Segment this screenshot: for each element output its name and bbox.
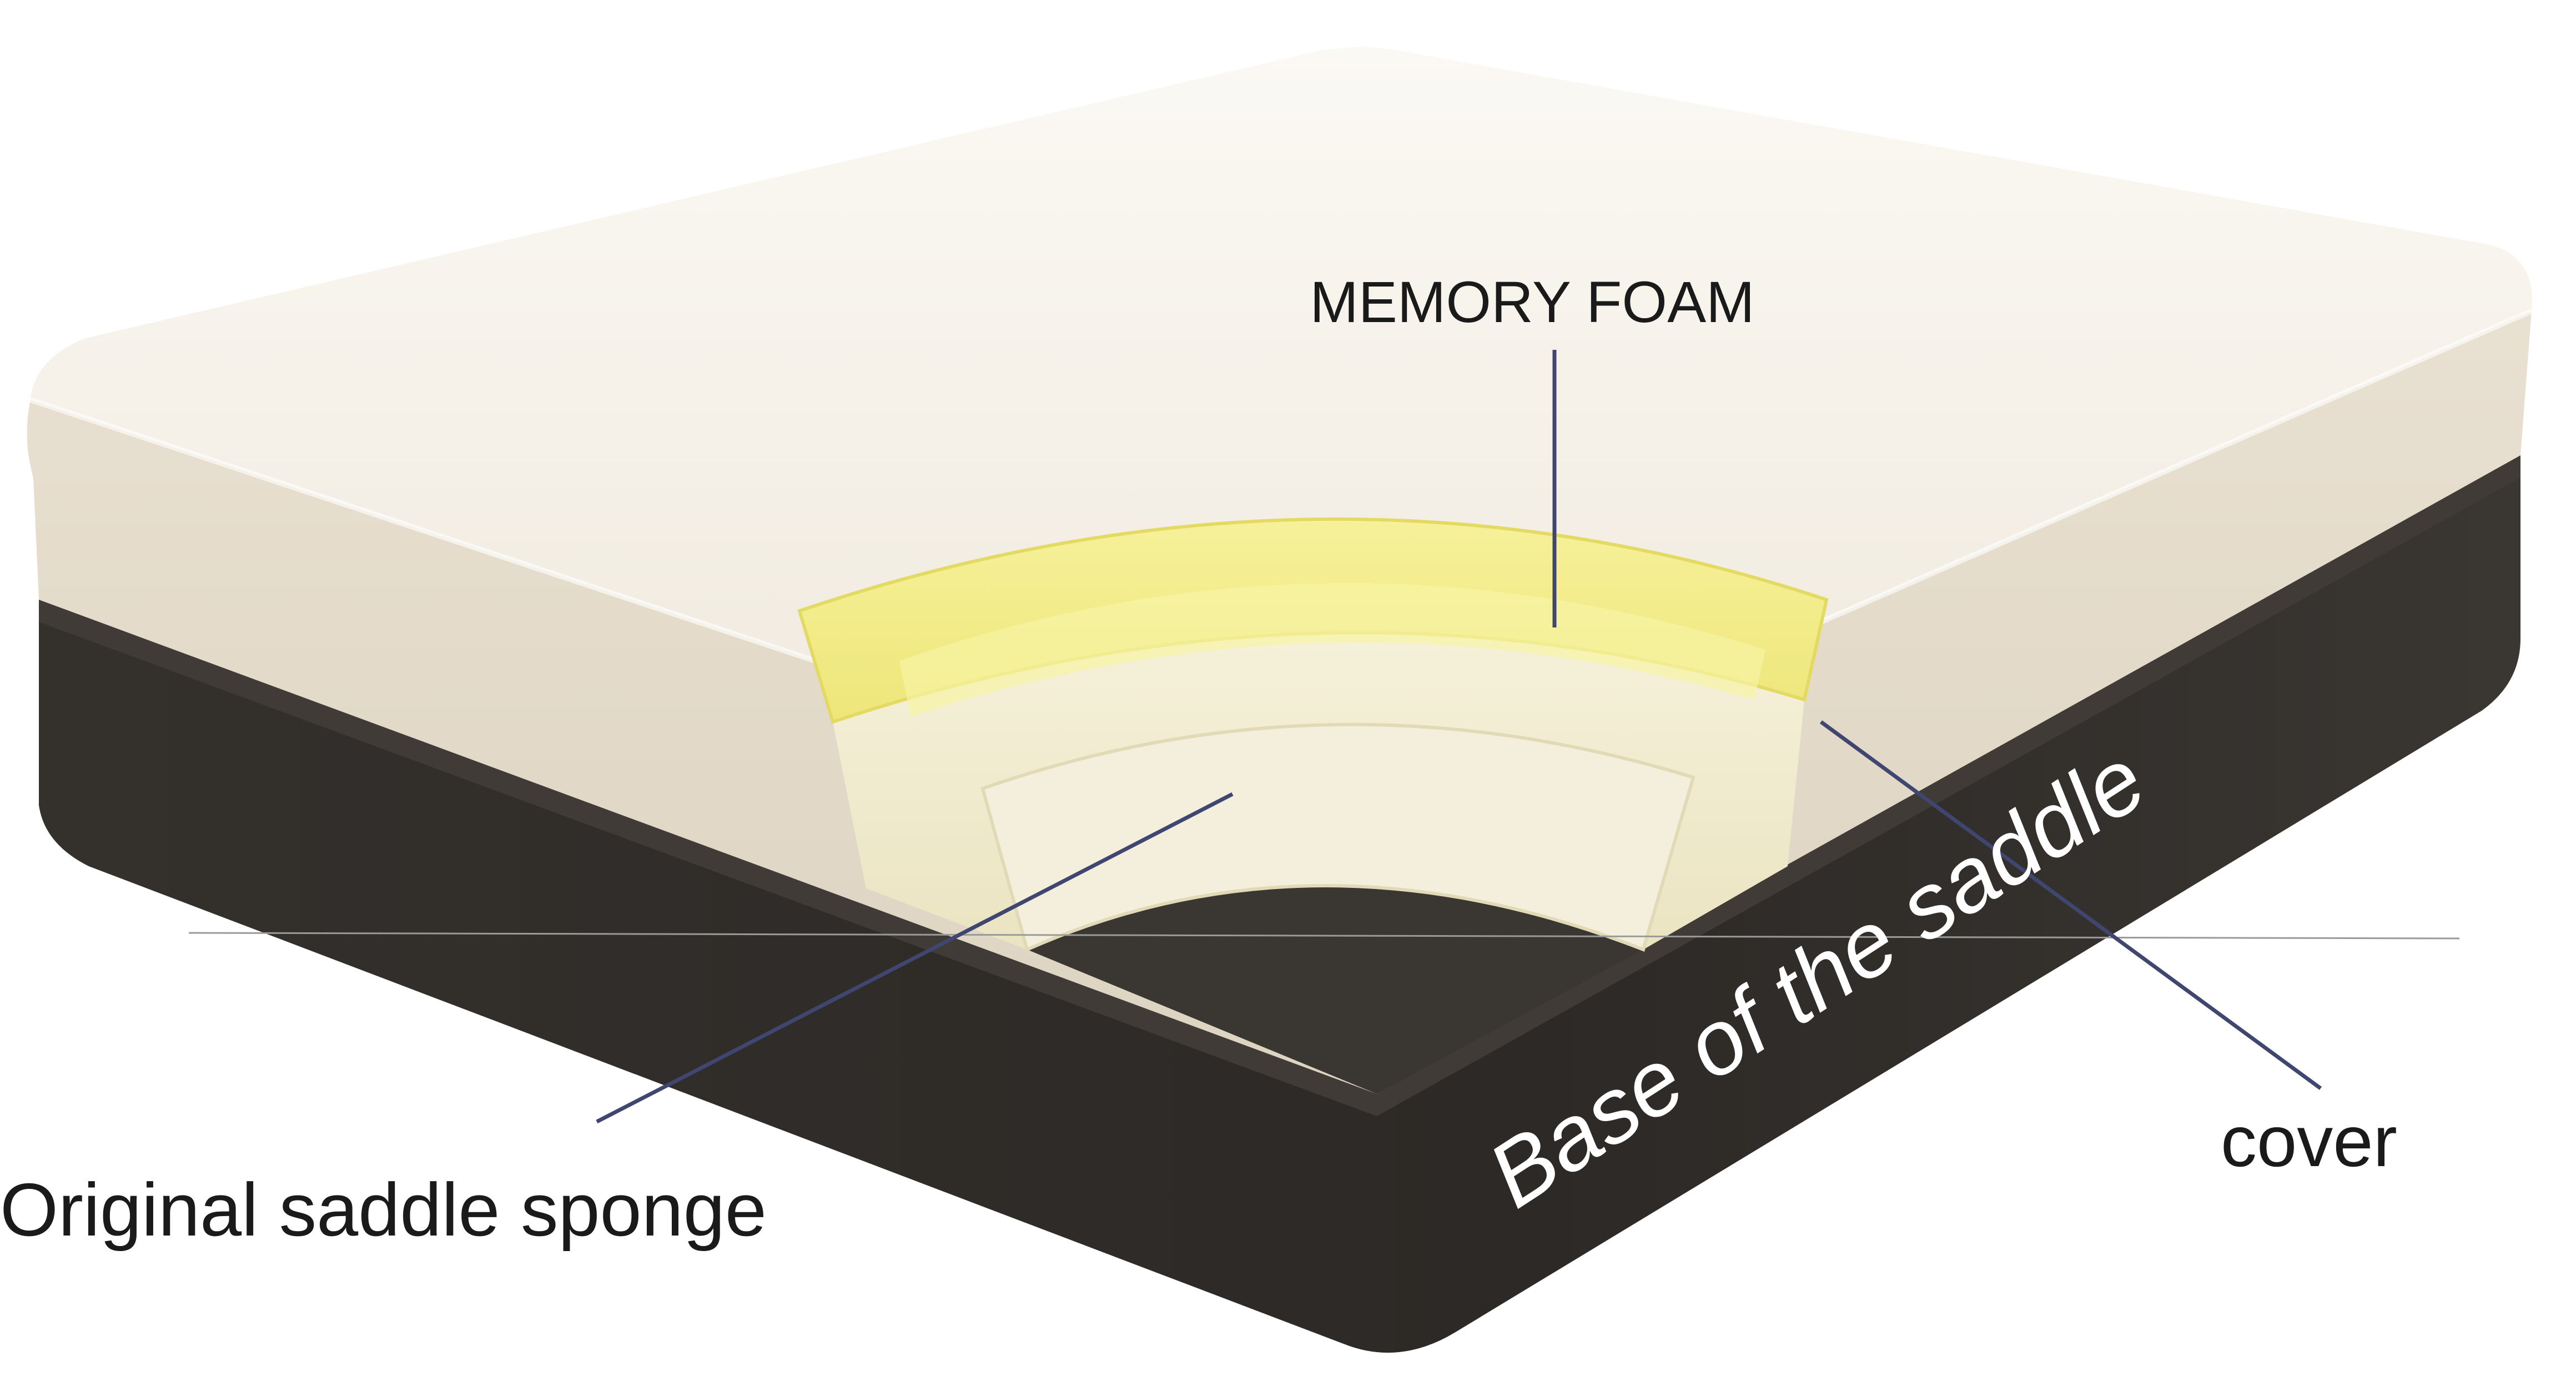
cutaway-sponge-inner-face: [980, 722, 1695, 952]
cutaway-memory-foam-front: [899, 582, 1765, 716]
cover-leader-line: [1819, 720, 2322, 1090]
cutaway-base-exposed: [1027, 886, 1643, 1094]
saddle-base-top-edge: [39, 455, 2520, 1116]
cover-top-surface: [31, 47, 2532, 826]
original-sponge-label: Original saddle sponge: [0, 1168, 767, 1252]
horizontal-guide-line: [188, 932, 2460, 940]
memory-foam-label: MEMORY FOAM: [1310, 270, 1754, 335]
sponge-leader-line: [596, 792, 1234, 1124]
cover-label: cover: [2221, 1101, 2397, 1182]
